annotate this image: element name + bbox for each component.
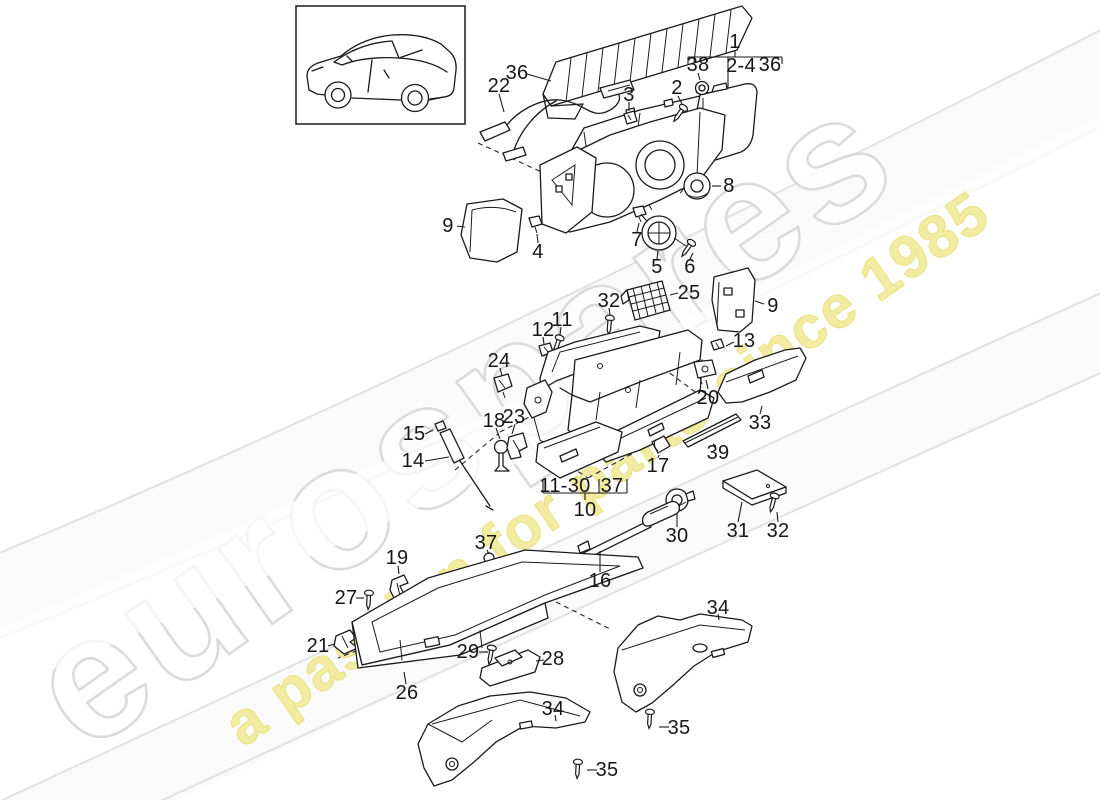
part-label-12[interactable]: 12 <box>531 319 555 341</box>
part-label-32[interactable]: 32 <box>597 290 621 312</box>
part-label-10[interactable]: 10 <box>573 499 597 521</box>
part-label-13[interactable]: 13 <box>732 330 756 352</box>
car-inset-box <box>295 5 466 125</box>
part-10-glovebox-housing <box>523 325 715 479</box>
part-label-2[interactable]: 2 <box>671 77 683 99</box>
part-label-36[interactable]: 36 <box>505 62 529 84</box>
part-18-ball-pin <box>493 439 510 472</box>
part-label-34[interactable]: 34 <box>541 698 565 720</box>
part-35-screw-right <box>643 708 656 730</box>
part-23-bracket <box>506 432 528 460</box>
part-label-39[interactable]: 39 <box>706 442 730 464</box>
part-label-35[interactable]: 35 <box>595 759 619 781</box>
part-17-bumper <box>651 435 671 454</box>
part-36-speaker-grille <box>542 5 753 120</box>
part-22-cable <box>479 79 635 162</box>
part-21-bracket <box>333 629 359 655</box>
part-label-16[interactable]: 16 <box>588 570 612 592</box>
part-label-38[interactable]: 38 <box>686 54 710 76</box>
part-label-37[interactable]: 37 <box>474 532 498 554</box>
part-label-7[interactable]: 7 <box>631 229 643 251</box>
part-25-grille <box>620 280 671 321</box>
part-5-vent <box>640 213 687 251</box>
part-label-25[interactable]: 25 <box>677 282 701 304</box>
part-7-clip <box>632 205 647 223</box>
part-label-26[interactable]: 26 <box>395 682 419 704</box>
part-label-11[interactable]: 11 <box>551 309 573 331</box>
part-34-right-cover <box>613 613 753 713</box>
part-35-screw-bottom <box>571 758 584 780</box>
part-label-24[interactable]: 24 <box>487 350 511 372</box>
part-label-8[interactable]: 8 <box>723 175 735 197</box>
part-label-19[interactable]: 19 <box>385 547 409 569</box>
part-33-lower-trim <box>717 347 807 404</box>
part-label-14[interactable]: 14 <box>401 450 425 472</box>
part-label-3[interactable]: 3 <box>623 84 635 106</box>
part-34-bottom-cover <box>417 691 591 787</box>
background-swoosh-band-lower <box>0 292 1100 800</box>
part-label-20[interactable]: 20 <box>696 387 720 409</box>
swoosh-overlay <box>0 115 1100 693</box>
part-label-22[interactable]: 22 <box>487 75 511 97</box>
part-label-6[interactable]: 6 <box>684 256 696 278</box>
part-label-31[interactable]: 31 <box>726 520 750 542</box>
part-13-clip <box>710 338 725 351</box>
part-label-29[interactable]: 29 <box>456 641 480 663</box>
part-label-23[interactable]: 23 <box>502 406 526 428</box>
part-24-clip <box>493 373 513 399</box>
part-label-35[interactable]: 35 <box>667 717 691 739</box>
part-label-32[interactable]: 32 <box>766 520 790 542</box>
part-label-1[interactable]: 1 <box>729 31 741 53</box>
part-label-9[interactable]: 9 <box>442 215 454 237</box>
part-label-37[interactable]: 37 <box>600 475 624 497</box>
part-label-17[interactable]: 17 <box>646 455 670 477</box>
leader-lines <box>327 72 779 771</box>
part-38-grommet <box>694 80 710 96</box>
part-20-damper-clip <box>693 359 717 385</box>
part-label-15[interactable]: 15 <box>402 423 426 445</box>
part-9-right-panel <box>711 267 756 333</box>
part-label-21[interactable]: 21 <box>306 635 330 657</box>
callout-bracket-group-10 <box>542 479 628 500</box>
part-label-2-4[interactable]: 2-4 <box>726 55 756 77</box>
part-label-11-30[interactable]: 11-30 <box>539 475 591 497</box>
part-left-end-piece <box>539 146 597 234</box>
part-label-27[interactable]: 27 <box>334 587 358 609</box>
part-label-18[interactable]: 18 <box>482 410 506 432</box>
part-label-28[interactable]: 28 <box>541 648 565 670</box>
part-label-5[interactable]: 5 <box>651 256 663 278</box>
part-9-left-cover <box>460 198 523 263</box>
watermark-brand: eurospares <box>0 51 929 786</box>
part-39-strip <box>682 413 742 448</box>
part-label-9[interactable]: 9 <box>767 295 779 317</box>
part-label-33[interactable]: 33 <box>748 412 772 434</box>
part-28-latch <box>479 649 541 687</box>
part-center-trim <box>551 107 726 233</box>
part-label-34[interactable]: 34 <box>706 597 730 619</box>
part-26-glovebox-lid <box>351 549 644 669</box>
car-icon <box>306 34 457 113</box>
part-4-clip <box>528 215 543 234</box>
part-14-damper-rod <box>434 420 494 511</box>
part-label-36[interactable]: 36 <box>758 54 782 76</box>
part-label-30[interactable]: 30 <box>665 525 689 547</box>
part-8-grommet <box>683 172 711 200</box>
part-3-clip <box>623 110 638 125</box>
part-label-4[interactable]: 4 <box>532 241 544 263</box>
callout-bracket-group-1 <box>687 50 783 88</box>
